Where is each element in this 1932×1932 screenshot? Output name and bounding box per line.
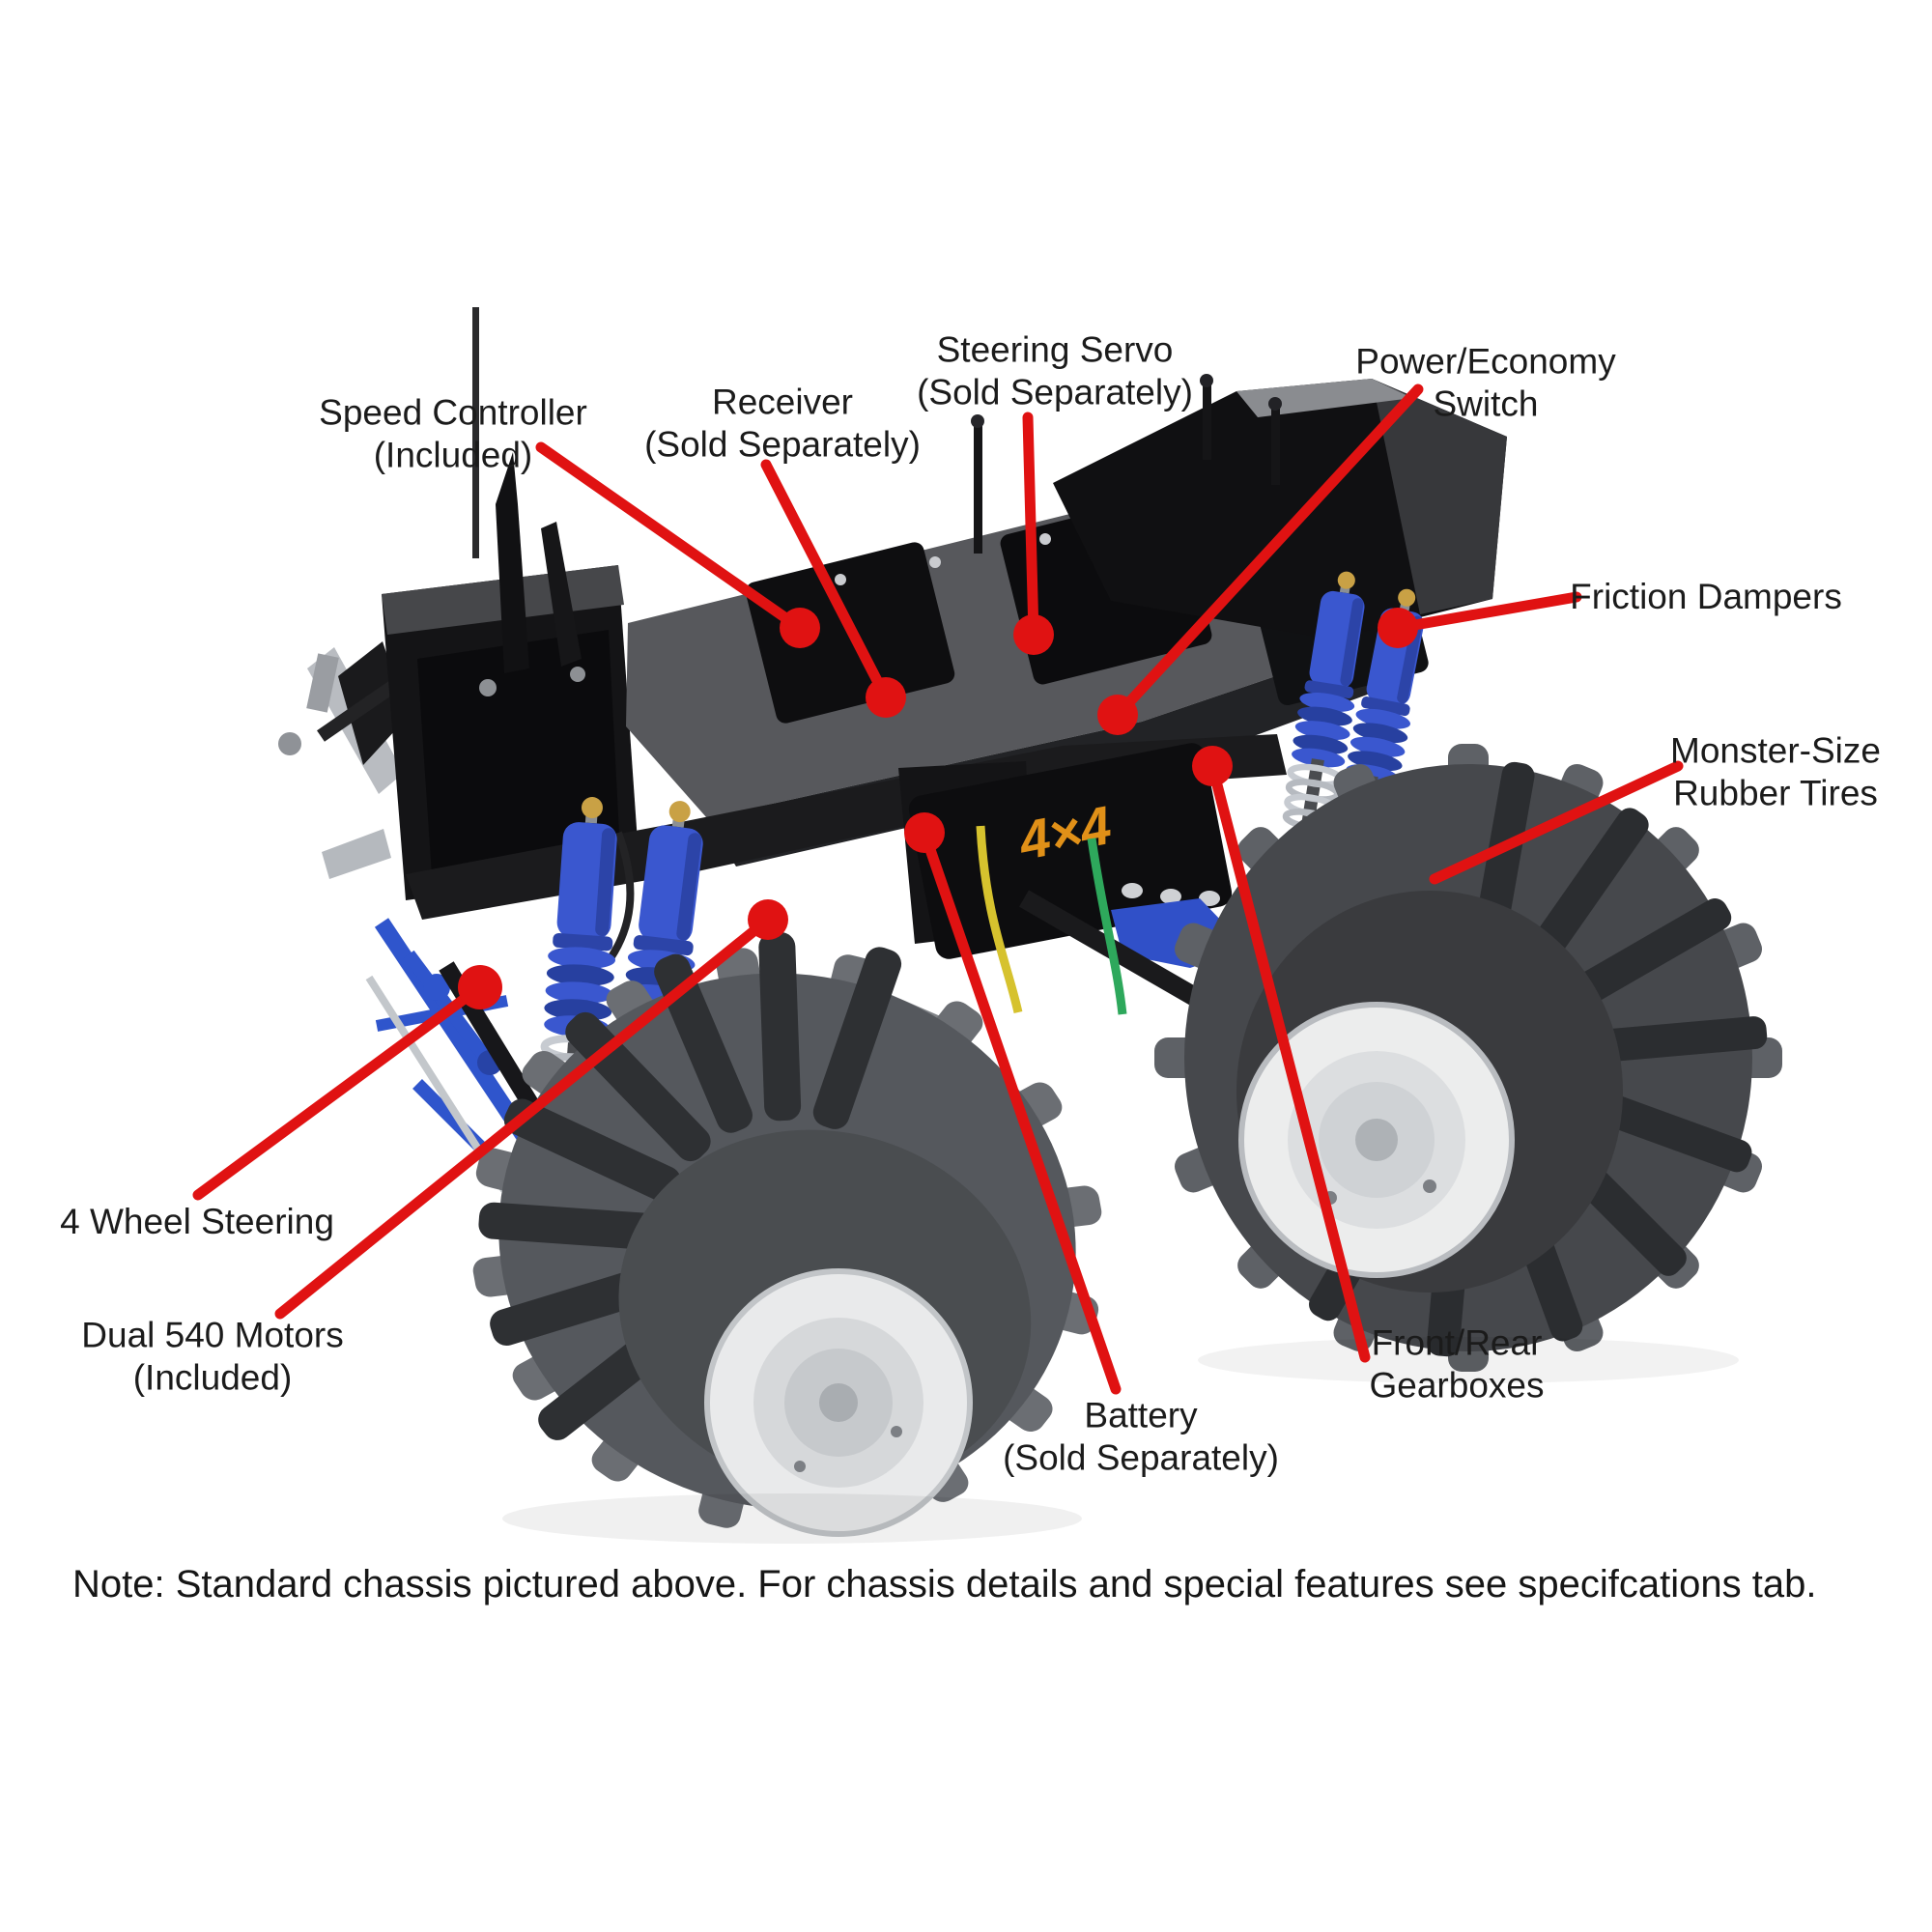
callout-line: Speed Controller (319, 392, 587, 433)
callout-speed-controller: Speed Controller (Included) (319, 392, 587, 478)
callout-line: (Included) (373, 436, 533, 475)
note-text: Note: Standard chassis pictured above. F… (72, 1563, 1817, 1605)
callout-line: (Sold Separately) (1003, 1438, 1279, 1478)
callout-line: Battery (1084, 1395, 1198, 1435)
callout-line: Switch (1433, 384, 1539, 424)
leader-dual-540-motors (274, 914, 774, 1320)
front-body-mount-box (382, 307, 639, 900)
callout-line: Rubber Tires (1673, 774, 1878, 813)
lower-chassis-rail: 4×4 (406, 734, 1287, 1052)
front-left-linkage (278, 641, 412, 879)
rear-wheel-rim (1238, 1002, 1515, 1278)
callout-line: Monster-Size (1670, 730, 1881, 771)
callout-line: Front/Rear (1371, 1322, 1543, 1363)
dot-battery (904, 812, 945, 853)
front-wheel-rim (704, 1268, 973, 1537)
callout-line: Friction Dampers (1570, 576, 1842, 616)
dot-front-rear-gearboxes (1192, 746, 1233, 786)
callout-power-economy-switch: Power/Economy Switch (1355, 341, 1615, 427)
callout-line: (Sold Separately) (917, 373, 1193, 412)
leader-speed-controller (535, 441, 806, 634)
callout-line: (Sold Separately) (644, 425, 921, 465)
callout-friction-dampers: Friction Dampers (1570, 576, 1842, 618)
dot-power-economy (1097, 695, 1138, 735)
callout-receiver: Receiver (Sold Separately) (644, 382, 921, 468)
rear-tire (1154, 744, 1782, 1372)
leader-steering-servo (1022, 412, 1039, 640)
callout-four-wheel-steering: 4 Wheel Steering (60, 1201, 334, 1243)
leader-power-economy (1112, 384, 1424, 721)
callout-line: Steering Servo (936, 329, 1174, 370)
callout-line: (Included) (132, 1358, 293, 1398)
callout-leaders (192, 384, 1684, 1395)
leader-monster-tires (1429, 760, 1684, 885)
dot-dual-540-motors (748, 899, 788, 940)
callout-line: Gearboxes (1369, 1366, 1545, 1406)
callout-line: 4 Wheel Steering (60, 1201, 334, 1241)
callout-steering-servo: Steering Servo (Sold Separately) (917, 329, 1193, 415)
front-tire-shadow (502, 1493, 1082, 1544)
callout-line: Dual 540 Motors (81, 1315, 344, 1355)
dot-four-wheel-steering (458, 965, 502, 1009)
callout-line: Receiver (712, 382, 853, 422)
leader-friction-dampers (1392, 591, 1582, 634)
dot-receiver (866, 677, 906, 718)
callout-battery: Battery (Sold Separately) (1003, 1395, 1279, 1481)
leader-receiver (760, 459, 892, 703)
callout-front-rear-gearboxes: Front/Rear Gearboxes (1370, 1322, 1545, 1408)
callout-monster-size-rubber-tires: Monster-Size Rubber Tires (1670, 730, 1881, 816)
body-post (974, 423, 982, 554)
leader-four-wheel-steering (192, 981, 486, 1201)
front-tire (470, 931, 1104, 1537)
green-wire (1087, 838, 1127, 1015)
yellow-wire (976, 825, 1023, 1013)
callout-dual-540-motors: Dual 540 Motors (Included) (81, 1315, 343, 1401)
dot-speed-controller (780, 608, 820, 648)
black-wire (607, 831, 635, 961)
callout-line: Power/Economy (1355, 341, 1616, 382)
leader-battery (919, 827, 1122, 1395)
leader-front-rear-gearboxes (1207, 760, 1371, 1363)
rear-chassis-box (1053, 374, 1507, 639)
dot-friction-dampers (1378, 608, 1418, 648)
rear-tire-shadow (1198, 1337, 1739, 1383)
dot-steering-servo (1013, 614, 1054, 655)
